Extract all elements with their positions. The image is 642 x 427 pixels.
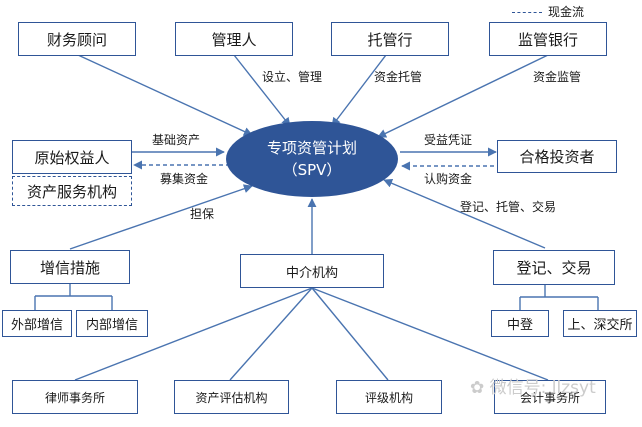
qualified-investors-box: 合格投资者 [497, 140, 617, 173]
financial-advisor-label: 财务顾问 [46, 30, 107, 49]
label-subscription-funds: 认购资金 [424, 172, 473, 186]
legend-dashed-line [512, 12, 542, 13]
originator-label: 原始权益人 [34, 148, 110, 167]
label-fund-supervision: 资金监管 [533, 70, 582, 84]
law-firm-box: 律师事务所 [12, 380, 138, 414]
originator-box: 原始权益人 [12, 140, 132, 174]
arrow-registration-to-spv [383, 179, 546, 249]
supervising-bank-label: 监管银行 [517, 30, 578, 49]
custodian-label: 托管行 [367, 30, 413, 49]
exchanges-label: 上、深交所 [567, 318, 633, 333]
external-enhancement-box: 外部增信 [2, 310, 72, 337]
exchanges-box: 上、深交所 [563, 310, 637, 337]
line-to-accounting-firm [311, 287, 549, 381]
line-to-asset-appraisal [229, 287, 313, 381]
legend-cash-flow-label: 现金流 [548, 5, 585, 19]
label-register-custody-trade: 登记、托管、交易 [460, 200, 557, 214]
financial-advisor-box: 财务顾问 [18, 22, 136, 56]
spv-ellipse [226, 121, 398, 197]
internal-enhancement-label: 内部增信 [85, 318, 138, 333]
line-to-law-firm [74, 287, 313, 381]
rating-agency-label: 评级机构 [364, 390, 413, 405]
wechat-icon: ✿ [470, 378, 485, 398]
external-enhancement-label: 外部增信 [10, 318, 63, 333]
internal-enhancement-box: 内部增信 [76, 310, 148, 337]
asset-appraisal-label: 资产评估机构 [195, 390, 268, 405]
label-underlying-assets: 基础资产 [152, 133, 201, 147]
rating-agency-box: 评级机构 [336, 380, 442, 414]
label-establish-manage: 设立、管理 [262, 70, 323, 84]
label-raise-funds: 募集资金 [160, 172, 209, 186]
arrow-custodian-to-spv [331, 54, 387, 127]
intermediaries-label: 中介机构 [285, 265, 338, 281]
label-fund-custody: 资金托管 [374, 70, 423, 84]
spv-title: 专项资管计划 [266, 139, 357, 157]
credit-enhancement-label: 增信措施 [39, 258, 100, 277]
csdc-label: 中登 [506, 318, 533, 333]
asset-service-agency-box: 资产服务机构 [12, 176, 132, 206]
line-to-rating-agency [311, 287, 389, 381]
watermark-text: 微信号: llzsyt [489, 378, 596, 398]
asset-appraisal-box: 资产评估机构 [174, 380, 289, 414]
qualified-investors-label: 合格投资者 [519, 148, 595, 166]
supervising-bank-box: 监管银行 [489, 22, 607, 56]
label-beneficial-certificate: 受益凭证 [424, 133, 473, 147]
arrow-guarantee [69, 184, 253, 250]
accounting-firm-box: 会计事务所 [494, 380, 606, 414]
arrow-manager-to-spv [233, 54, 291, 127]
manager-label: 管理人 [211, 30, 257, 49]
registration-trading-box: 登记、交易 [493, 250, 615, 285]
spv-center: 专项资管计划 （SPV） [228, 122, 396, 196]
credit-enhancement-box: 增信措施 [10, 250, 130, 284]
intermediaries-box: 中介机构 [240, 254, 384, 288]
accounting-firm-label: 会计事务所 [519, 390, 580, 405]
asset-service-agency-label: 资产服务机构 [26, 182, 117, 201]
law-firm-label: 律师事务所 [44, 390, 105, 405]
arrow-financial-advisor-to-spv [77, 54, 253, 136]
watermark: ✿ 微信号: llzsyt [470, 373, 596, 398]
custodian-box: 托管行 [331, 22, 449, 56]
arrow-supervising-bank-to-spv [377, 54, 549, 138]
manager-box: 管理人 [175, 22, 293, 56]
registration-trading-label: 登记、交易 [516, 259, 592, 277]
label-guarantee: 担保 [190, 207, 215, 221]
csdc-box: 中登 [491, 310, 549, 337]
spv-subtitle: （SPV） [282, 161, 342, 179]
